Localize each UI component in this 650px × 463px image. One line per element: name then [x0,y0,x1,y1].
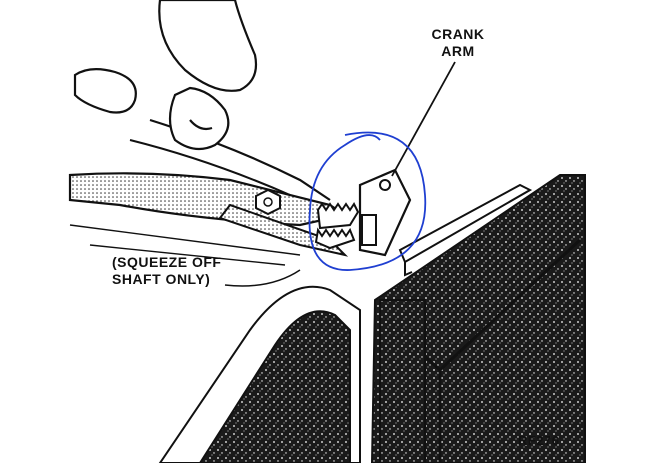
annotation-circle [308,131,427,271]
crank-arm-part [358,168,412,257]
hand [73,0,258,151]
crank-arm-leader-line [391,61,456,177]
pliers [68,118,360,257]
right-brake-pad [370,174,586,463]
crank-arm-label-line1: CRANK [431,26,485,42]
left-brake-pad [158,285,361,463]
crank-arm-label-line2: ARM [441,43,475,59]
crank-arm-label: CRANK ARM [418,26,498,60]
shoe-plate [398,183,533,277]
squeeze-pointer-line [224,269,301,287]
squeeze-off-label-line2: SHAFT ONLY) [112,271,211,287]
squeeze-off-label: (SQUEEZE OFF SHAFT ONLY) [112,254,252,288]
figure-code: RF276 [518,433,560,448]
squeeze-off-label-line1: (SQUEEZE OFF [112,254,222,270]
background-lines [69,224,301,266]
